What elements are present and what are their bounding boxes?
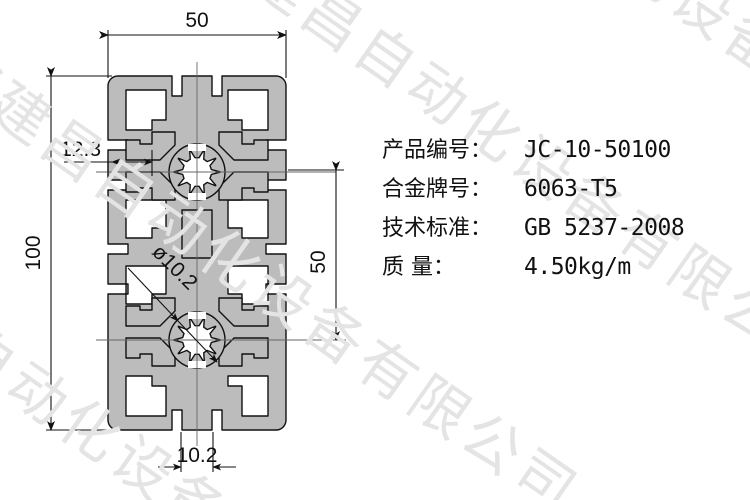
dimension-wall-offset-12-3	[64, 150, 153, 176]
dimension-bore-diameter	[127, 267, 218, 363]
spec-row-product-code: 产品编号： JC-10-50100	[382, 132, 742, 164]
dimension-width-label: 50	[185, 9, 208, 32]
dimension-slot-width-label: 10.2	[177, 444, 218, 467]
spec-label-weight: 质 量：	[382, 255, 455, 280]
dimension-half-height-label: 50	[307, 250, 330, 273]
center-lines	[96, 62, 346, 446]
spec-row-standard: 技术标准： GB 5237-2008	[382, 210, 742, 242]
dimension-half-height-50	[288, 161, 344, 341]
spec-value-alloy: 6063-T5	[524, 176, 618, 202]
spec-value-product-code: JC-10-50100	[524, 137, 671, 163]
spec-row-weight: 质 量： 4.50kg/m	[382, 249, 742, 281]
spec-row-alloy: 合金牌号： 6063-T5	[382, 171, 742, 203]
dimension-height-100	[46, 67, 112, 431]
spec-table: 产品编号： JC-10-50100 合金牌号： 6063-T5 技术标准： GB…	[382, 132, 742, 288]
spec-label-product-code: 产品编号：	[382, 138, 493, 163]
dimension-height-label: 100	[22, 235, 45, 270]
spec-value-weight: 4.50kg/m	[524, 254, 631, 280]
spec-label-standard: 技术标准：	[382, 216, 493, 241]
spec-label-alloy: 合金牌号：	[382, 177, 493, 202]
dimension-wall-offset-label: 12.3	[60, 138, 101, 161]
spec-value-standard: GB 5237-2008	[524, 215, 685, 241]
dimension-slot-width-10-2	[158, 432, 236, 472]
dimension-width-50	[99, 30, 287, 78]
